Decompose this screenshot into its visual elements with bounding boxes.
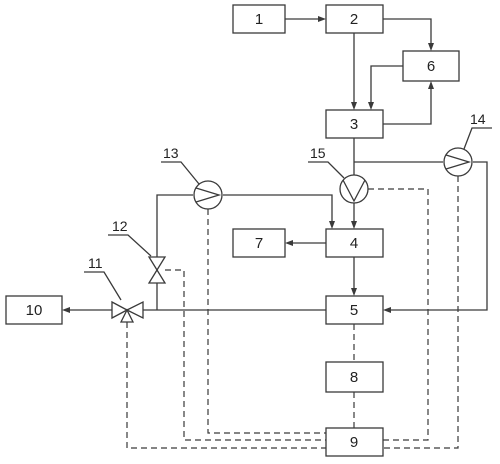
block-4-label: 4 [350, 235, 358, 252]
flow-2-to-6 [383, 18, 432, 45]
block-7-label: 7 [255, 235, 263, 252]
flow-pump-14-to-5 [389, 161, 488, 311]
block-7: 7 [232, 228, 286, 258]
block-3: 3 [325, 109, 384, 139]
arrow-pump-13-to-4 [329, 221, 335, 229]
arrow-4-to-7 [285, 240, 293, 246]
pump-15-icon [339, 174, 369, 204]
arrow-4-to-5 [351, 288, 357, 296]
block-10-label: 10 [26, 302, 43, 319]
arrow-1-to-2 [318, 16, 326, 22]
block-5-label: 5 [350, 302, 358, 319]
arrow-2-to-3 [351, 102, 357, 110]
callout-13: 13 [161, 145, 200, 185]
block-9: 9 [325, 427, 384, 457]
control-pump-14-to-9 [383, 176, 459, 449]
block-3-label: 3 [350, 116, 358, 133]
arrow-2-to-6 [428, 43, 434, 51]
arrow-pump-15-to-4 [351, 221, 357, 229]
arrow-pump-14-to-5 [383, 307, 391, 313]
valve-11-icon [111, 300, 144, 323]
callout-12: 12 [108, 218, 152, 257]
arrow-to-10 [62, 307, 70, 313]
pump-14-icon [443, 147, 473, 177]
flow-3-to-6 [383, 87, 432, 125]
pump-13-icon [193, 180, 223, 210]
flow-pump-13-to-4 [223, 194, 333, 223]
callout-13-label: 13 [163, 145, 179, 161]
callout-11-label: 11 [88, 255, 103, 271]
callout-15: 15 [308, 145, 345, 179]
callout-12-label: 12 [112, 218, 128, 234]
callout-14: 14 [463, 111, 492, 150]
flow-valve-12-to-pump-13 [156, 194, 193, 310]
arrow-3-to-6 [428, 81, 434, 89]
valve-12-icon [147, 256, 167, 284]
block-8: 8 [325, 361, 384, 393]
block-8-label: 8 [350, 369, 358, 386]
block-10: 10 [5, 295, 63, 325]
control-valve-11-to-9 [126, 322, 326, 449]
control-pump-13-to-9 [207, 209, 326, 434]
arrow-6-to-3 [368, 102, 374, 110]
block-2: 2 [325, 4, 384, 34]
block-5: 5 [325, 295, 384, 325]
block-9-label: 9 [350, 434, 358, 451]
control-pump-15-to-9 [368, 188, 429, 441]
block-4: 4 [325, 228, 384, 258]
callout-15-label: 15 [310, 145, 326, 161]
control-valve-12-to-9 [165, 269, 326, 441]
block-2-label: 2 [350, 11, 358, 28]
flow-6-to-3 [370, 65, 403, 104]
callout-11: 11 [84, 255, 122, 301]
block-6-label: 6 [427, 58, 435, 75]
block-1-label: 1 [255, 11, 263, 28]
block-6: 6 [402, 50, 460, 82]
block-1: 1 [232, 4, 286, 34]
callout-14-label: 14 [470, 111, 486, 127]
